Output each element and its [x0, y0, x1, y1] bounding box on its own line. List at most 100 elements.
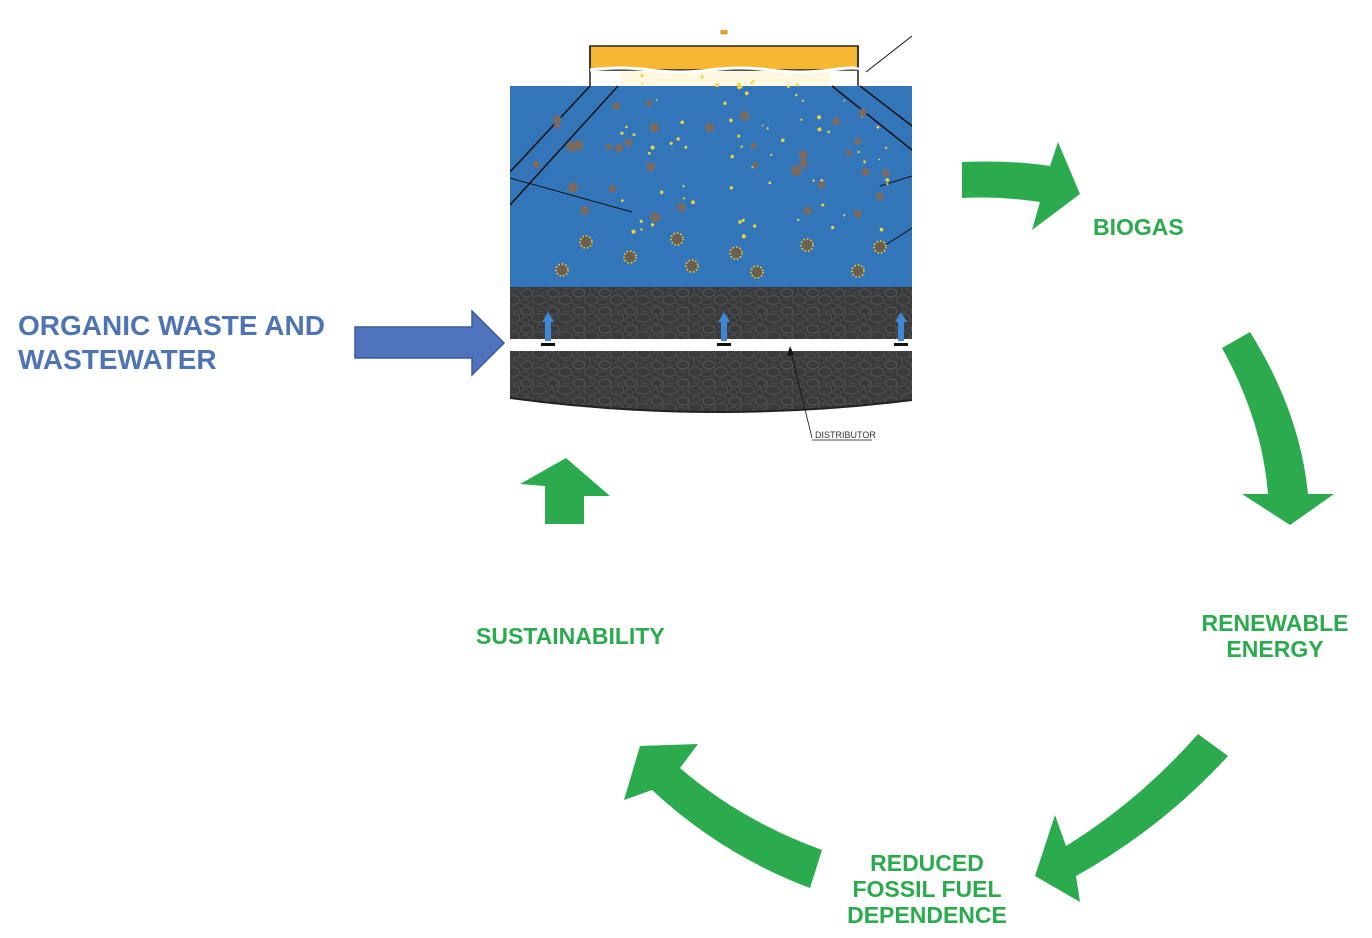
distributor-gap [510, 339, 912, 351]
gas-bubble [723, 101, 727, 106]
pointer-line-right-1 [879, 175, 912, 187]
sludge-particle [605, 143, 612, 150]
distributor-pointer-head [787, 346, 794, 356]
renewable-energy-label: RENEWABLE ENERGY [1196, 610, 1354, 662]
input-arrow-icon [354, 309, 506, 377]
gas-bubble [843, 214, 846, 217]
gas-bubble [751, 166, 754, 169]
sludge-particle [861, 167, 870, 176]
cycle-arrow-biogas-icon [962, 142, 1080, 230]
gas-bubble [761, 124, 764, 127]
sludge-particle [614, 143, 624, 153]
gas-bubble [817, 115, 822, 120]
gas-bubble [639, 219, 643, 223]
sludge-granule [800, 238, 814, 252]
gas-bubble [821, 203, 825, 207]
gas-bubble [620, 131, 624, 135]
pointer-line-right-2 [883, 227, 912, 247]
reactor-bottom-outline [510, 397, 912, 414]
gas-bubble [796, 83, 799, 87]
sludge-particle [881, 169, 890, 177]
gas-bubble [827, 130, 830, 134]
gas-bubble [640, 74, 644, 78]
input-label: ORGANIC WASTE AND WASTEWATER [18, 309, 325, 377]
sludge-granule [579, 235, 593, 249]
gas-bubble [843, 99, 846, 102]
pointer-line-left [510, 177, 633, 213]
cycle-arrow-renewable-icon [1222, 332, 1334, 525]
sludge-particle [750, 142, 757, 150]
gas-bubble [750, 81, 754, 85]
pointer-tick-top-right [906, 22, 912, 24]
gas-bubble [729, 186, 733, 190]
sludge-particle [704, 123, 715, 133]
sludge-bed-upper [510, 287, 912, 339]
gas-bubble [753, 224, 757, 228]
sludge-particle [552, 115, 562, 124]
gas-bubble [857, 150, 860, 154]
gas-bubble [625, 125, 628, 129]
reduced-fossil-fuel-label: REDUCED FOSSIL FUEL DEPENDENCE [836, 850, 1018, 928]
sludge-granule [623, 250, 637, 264]
sludge-bed-lower [510, 351, 912, 413]
uasb-reactor: BIOGAS DISTRIBUTOR [510, 16, 912, 441]
gas-bubble [812, 179, 815, 182]
sludge-granule [555, 263, 569, 277]
gas-cap-wall-left [589, 46, 859, 86]
sludge-particle [554, 122, 561, 129]
gas-bubble [884, 146, 888, 149]
gas-bubble [741, 234, 746, 239]
sludge-particle [608, 185, 617, 193]
gas-bubble [740, 145, 743, 148]
biogas-up-arrow-icon [720, 30, 728, 35]
sludge-particle [580, 205, 590, 215]
sustainability-label: SUSTAINABILITY [476, 623, 665, 649]
inlet-arrows [541, 312, 908, 346]
sludge-particle [799, 159, 808, 168]
reactor-biogas-label: BIOGAS [736, 16, 771, 26]
sludge-granule [670, 232, 684, 246]
gas-bubble [801, 99, 804, 102]
gas-bubble [729, 118, 733, 123]
gas-bubble [641, 82, 644, 85]
sludge-granule [851, 264, 865, 278]
gas-bubble [876, 125, 880, 129]
sludge-granules [555, 232, 887, 279]
gas-bubble [648, 151, 651, 155]
gas-bubble [738, 220, 742, 224]
sludge-granule [873, 240, 887, 254]
sludge-particle [752, 161, 759, 168]
sludge-particle [803, 206, 812, 215]
gas-bubble [650, 223, 655, 227]
gas-bubble [715, 83, 719, 88]
sludge-particle [645, 100, 653, 107]
cycle-arrow-sustainability-icon [624, 744, 822, 888]
gas-bubble [766, 127, 769, 130]
gas-bubble [684, 145, 688, 149]
gas-bubble [640, 228, 643, 231]
gas-bubble [770, 153, 773, 156]
gas-cap-foam-edge [589, 66, 860, 74]
gas-bubble [730, 154, 734, 159]
gas-bubble [817, 127, 822, 132]
biogas-label: BIOGAS [1093, 214, 1184, 240]
gas-bubble [752, 79, 755, 83]
sludge-particle [624, 138, 633, 147]
cycle-arrow-feedback-icon [520, 458, 610, 524]
inlet-base [894, 343, 908, 346]
sludge-particle [845, 149, 853, 157]
sludge-particle [739, 111, 750, 121]
gas-bubble [800, 118, 803, 121]
distributor-label: DISTRIBUTOR [815, 430, 876, 440]
reduced-line3: DEPENDENCE [847, 902, 1007, 928]
sludge-particle [875, 192, 884, 201]
separator-left [510, 85, 619, 206]
renewable-line2: ENERGY [1226, 636, 1324, 662]
inlet-arrow-icon [895, 312, 907, 341]
sludge-particle [791, 165, 802, 177]
sludge-particle [858, 108, 867, 117]
inlet-arrow-icon [542, 312, 554, 341]
sludge-particle [650, 212, 661, 223]
sludge-particle [677, 202, 686, 212]
